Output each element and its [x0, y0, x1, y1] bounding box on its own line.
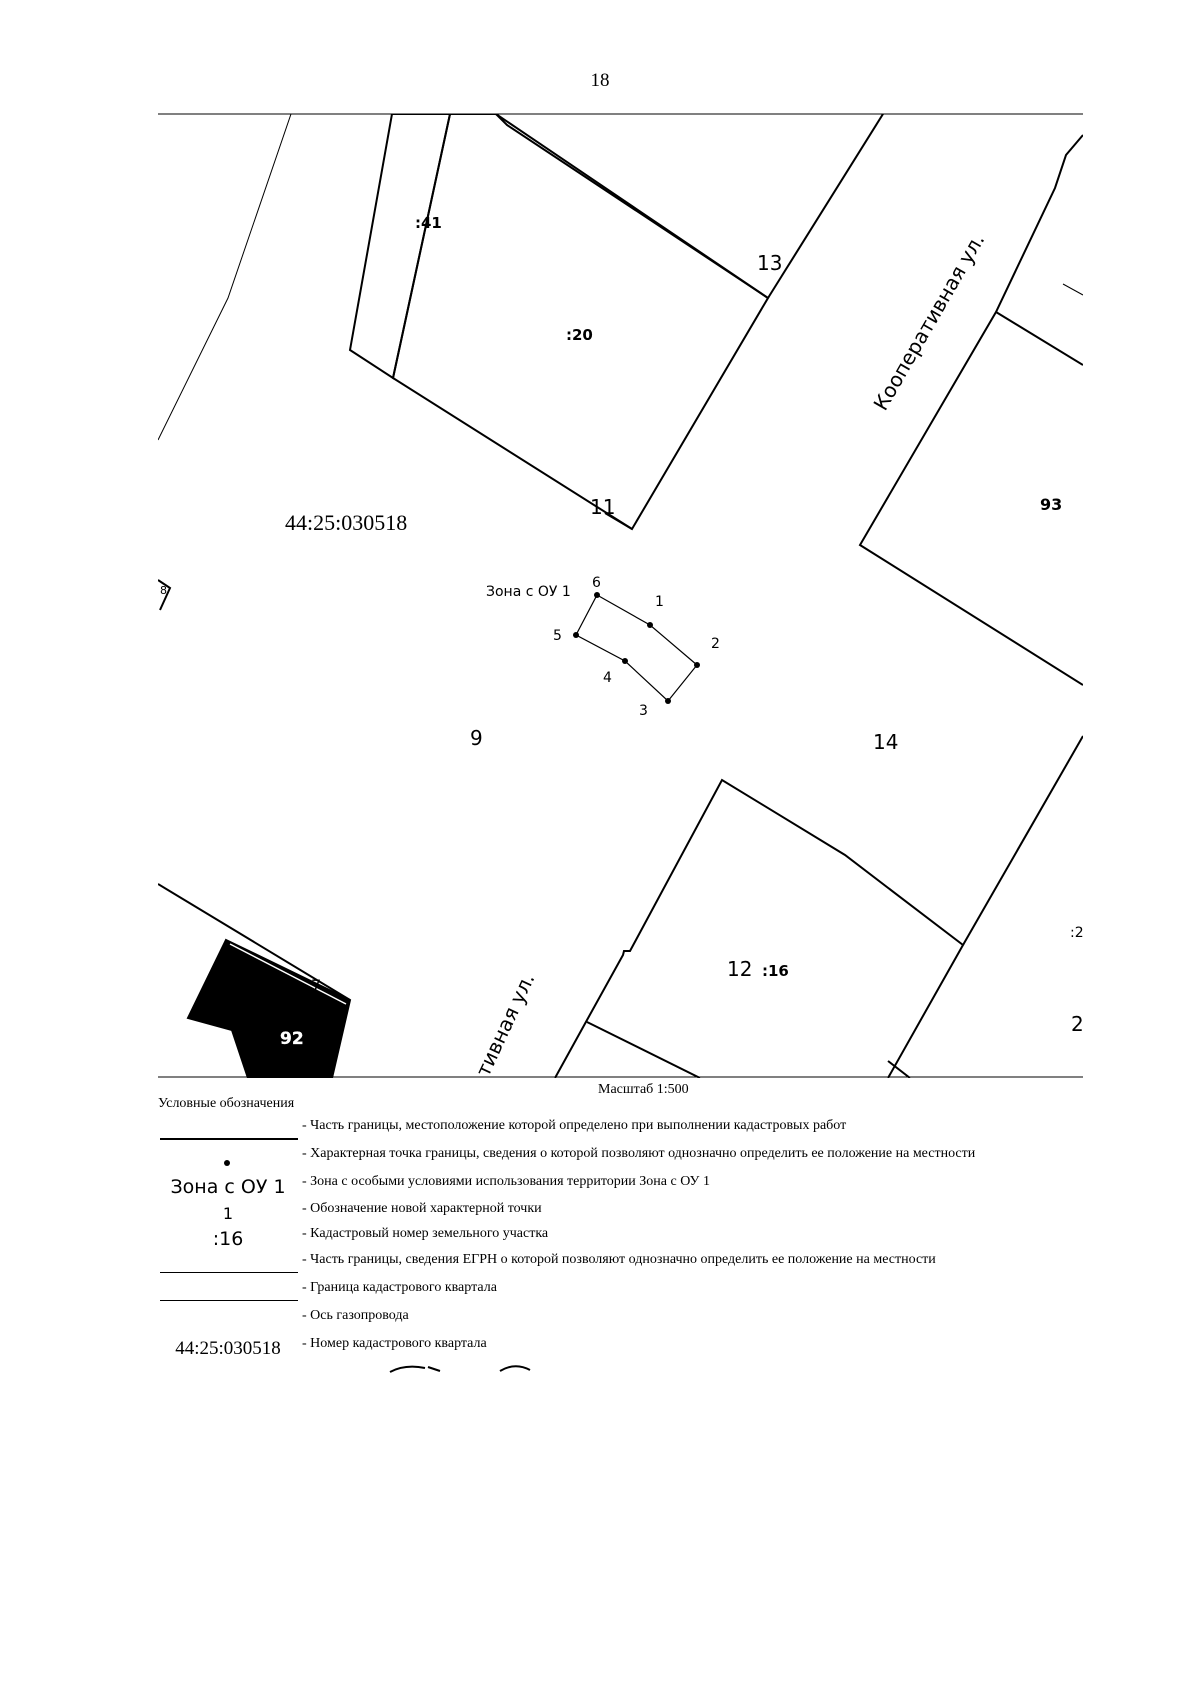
legend-desc: - Граница кадастрового квартала — [302, 1280, 497, 1295]
zone-points — [573, 592, 700, 704]
label-parcel-2: :2 — [1070, 925, 1084, 941]
label-pt5: 5 — [553, 628, 562, 644]
label-edge-8: 8 — [160, 584, 167, 597]
label-pt1: 1 — [655, 594, 664, 610]
legend-desc: - Часть границы, сведения ЕГРН о которой… — [302, 1252, 936, 1267]
legend-desc: - Обозначение новой характерной точки — [302, 1201, 542, 1216]
zone-ou1-polygon — [575, 594, 698, 702]
legend-symbol-line — [158, 1252, 298, 1278]
legend-desc: - Номер кадастрового квартала — [302, 1336, 487, 1351]
legend-symbol-zone: Зона с ОУ 1 — [170, 1176, 286, 1198]
parcel-93-inner — [995, 311, 1083, 366]
label-point-7: 7 — [311, 976, 321, 995]
legend-title: Условные обозначения — [158, 1096, 295, 1111]
label-point-13: 13 — [757, 251, 782, 275]
label-point-14: 14 — [873, 730, 898, 754]
label-point-11: 11 — [590, 495, 615, 519]
edge-fragment-left — [158, 579, 172, 611]
label-parcel-93: 93 — [1040, 495, 1062, 514]
legend-row-zone: Зона с ОУ 1 - Зона с особыми условиями и… — [158, 1174, 1158, 1200]
legend-desc: - Зона с особыми условиями использования… — [302, 1174, 710, 1189]
legend-symbol-thin-line — [158, 1280, 298, 1306]
parcel-41-boundary — [348, 114, 452, 380]
legend-row-quarter-number: 44:25:030518 - Номер кадастрового кварта… — [158, 1336, 1158, 1362]
legend-row-egrn-boundary: - Часть границы, сведения ЕГРН о которой… — [158, 1252, 1158, 1278]
zone-point-5 — [573, 632, 579, 638]
parcel-boundary-top — [495, 114, 769, 299]
zone-point-4 — [622, 658, 628, 664]
zone-point-2 — [694, 662, 700, 668]
map-scale: Масштаб 1:500 — [598, 1082, 689, 1097]
zone-point-1 — [647, 622, 653, 628]
label-point-9: 9 — [470, 726, 483, 750]
legend-row-new-point: 1 - Обозначение новой характерной точки — [158, 1201, 1158, 1227]
boundary-11-tick — [604, 512, 633, 530]
quarter-boundary-left — [158, 114, 292, 441]
label-pt3: 3 — [639, 703, 648, 719]
legend-symbol-quarter: 44:25:030518 — [175, 1338, 281, 1359]
legend-symbol-thick-line — [158, 1118, 298, 1144]
cadastral-map: :41 :20 13 11 Кооперативная ул. 93 44:25… — [158, 113, 1084, 1097]
parcel-93-boundary — [858, 134, 1083, 686]
legend-symbol-number: 1 — [222, 1204, 234, 1223]
label-street-top: Кооперативная ул. — [869, 229, 990, 414]
label-parcel-16: :16 — [762, 962, 789, 980]
parcel-20-boundary — [391, 114, 770, 531]
legend-desc: - Характерная точка границы, сведения о … — [302, 1146, 976, 1161]
label-pt6: 6 — [592, 575, 601, 591]
label-street-bottom: тивная ул. — [471, 969, 540, 1080]
boundary-7-line — [158, 883, 351, 1001]
zone-point-6 — [594, 592, 600, 598]
legend-row-defined-boundary: - Часть границы, местоположение которой … — [158, 1118, 1158, 1144]
parcel-93-thin — [1062, 283, 1083, 296]
parcel-16-inner — [586, 1021, 701, 1078]
legend-desc: - Часть границы, местоположение которой … — [302, 1118, 847, 1133]
legend-row-quarter-boundary: - Граница кадастрового квартала — [158, 1280, 1158, 1306]
page-number: 18 — [590, 70, 610, 91]
legend-symbol-parcel: :16 — [212, 1228, 244, 1250]
zone-point-3 — [665, 698, 671, 704]
legend-symbol-dot — [158, 1146, 298, 1172]
label-point-12: 12 — [727, 957, 752, 981]
boundary-13-ext — [767, 114, 884, 299]
label-parcel-41: :41 — [415, 214, 442, 232]
parcel-92-fill — [186, 938, 352, 1078]
parcel-92-edge — [229, 943, 347, 1005]
parcel-16-boundary — [554, 778, 965, 1078]
label-point-2-edge: 2 — [1071, 1012, 1084, 1036]
legend-desc: - Ось газопровода — [302, 1308, 409, 1323]
label-pt4: 4 — [603, 670, 612, 686]
label-quarter-number: 44:25:030518 — [285, 510, 407, 535]
legend-desc: - Кадастровый номер земельного участка — [302, 1226, 549, 1241]
parcel-right-lower-2 — [887, 1060, 911, 1078]
legend-row-parcel-number: :16 - Кадастровый номер земельного участ… — [158, 1226, 1158, 1252]
signature-fragment — [389, 1365, 531, 1373]
legend-row-point: - Характерная точка границы, сведения о … — [158, 1146, 1158, 1172]
label-parcel-20: :20 — [566, 326, 593, 344]
label-zone: Зона с ОУ 1 — [486, 584, 571, 600]
label-pt2: 2 — [711, 636, 720, 652]
label-parcel-92: 92 — [280, 1029, 304, 1049]
legend-row-gas-pipe: - Ось газопровода — [158, 1308, 1158, 1334]
legend-symbol-empty — [158, 1308, 298, 1334]
parcel-right-lower — [962, 735, 1083, 946]
